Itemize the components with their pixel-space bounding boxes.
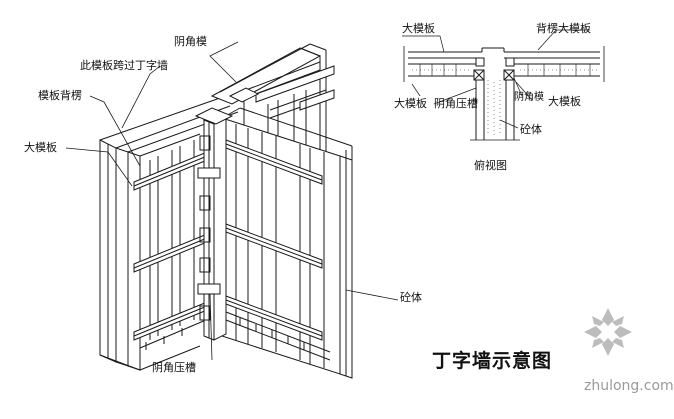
plan-label-concrete: 砼体	[520, 123, 542, 136]
label-span-tee-wall: 此模板跨过丁字墙	[80, 59, 168, 72]
leader-lines	[65, 41, 399, 361]
plan-label-back-rib-large-formwork: 背楞大模板	[536, 22, 591, 35]
label-formwork-back-rib: 模板背楞	[38, 89, 82, 102]
label-large-formwork: 大模板	[24, 141, 57, 154]
plan-view	[402, 29, 605, 141]
plan-label-inner-corner-press-slot: 阴角压槽	[434, 97, 478, 110]
label-inner-corner-press-slot: 阴角压槽	[152, 361, 196, 374]
right-large-formwork	[221, 107, 353, 379]
plan-label-large-formwork-top: 大模板	[402, 22, 435, 35]
plan-view-caption: 俯视图	[474, 159, 507, 172]
label-inner-corner-formwork: 阴角模	[174, 35, 207, 48]
inner-corner-post	[197, 113, 228, 341]
label-concrete: 砼体	[400, 291, 422, 304]
plan-label-large-formwork-right: 大模板	[548, 95, 581, 108]
corner-top-plate	[194, 107, 234, 125]
corner-joint-plate	[228, 87, 260, 103]
plan-label-large-formwork-left: 大模板	[394, 97, 427, 110]
diagram-title: 丁字墙示意图	[432, 350, 553, 372]
watermark-text: zhulong.com	[584, 378, 674, 394]
left-large-formwork	[99, 97, 239, 371]
zhulong-logo-icon	[584, 308, 632, 356]
plan-label-inner-corner-formwork: 阴角模	[514, 92, 544, 103]
